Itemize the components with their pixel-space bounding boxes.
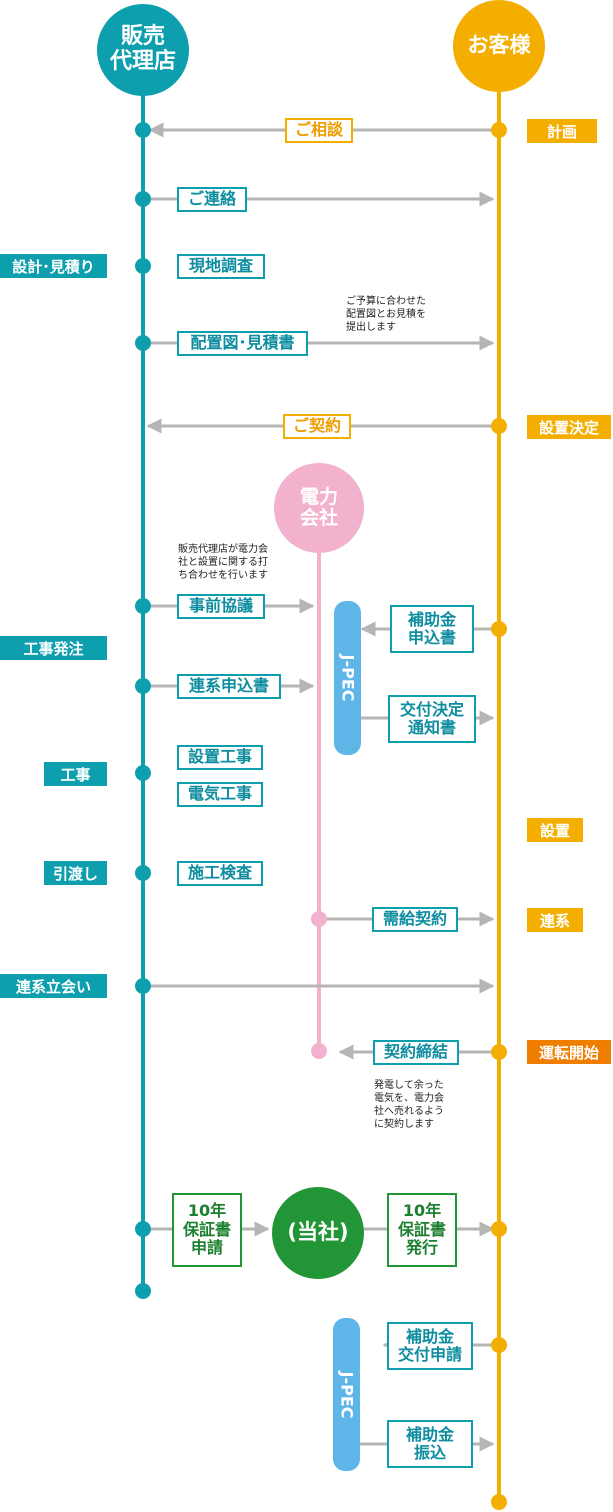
dealer-dots [135,122,151,1299]
step-contract: ご契約 [283,414,351,439]
step-warranty-issue: 10年 保証書 発行 [387,1193,457,1267]
customer-label-grid: 連系 [527,908,583,932]
customer-dots [491,122,507,1510]
customer-label-operation: 運転開始 [527,1040,611,1064]
step-install-work: 設置工事 [177,745,263,770]
dealer-label-design: 設計･見積り [0,254,107,278]
customer-label-decision: 設置決定 [527,415,611,439]
step-survey: 現地調査 [177,254,265,279]
step-electric-work: 電気工事 [177,782,263,807]
step-consult: ご相談 [285,118,353,143]
jpec-label-lower: J-PEC [337,1371,356,1418]
step-contract-concluded: 契約締結 [373,1040,459,1065]
jpec-bar-upper: J-PEC [334,601,361,755]
dealer-label-witness: 連系立会い [0,974,107,998]
dealer-node: 販売 代理店 [97,4,189,96]
note-quote: ご予算に合わせた 配置図とお見積を 提出します [346,296,426,333]
step-grant-notice: 交付決定 通知書 [388,695,476,743]
step-subsidy-grant-application: 補助金 交付申請 [387,1322,473,1370]
step-supply-contract: 需給契約 [372,907,458,932]
step-inspection: 施工検査 [177,861,263,886]
our-company-node: (当社) [272,1187,364,1279]
customer-label-plan: 計画 [527,119,597,143]
step-subsidy-application: 補助金 申込書 [390,605,474,653]
step-layout-quote: 配置図･見積書 [177,331,308,356]
customer-label-install: 設置 [527,818,583,842]
step-contact: ご連絡 [177,187,247,212]
step-subsidy-transfer: 補助金 振込 [387,1420,473,1468]
power-dots [311,911,327,1059]
step-warranty-request: 10年 保証書 申請 [172,1193,242,1267]
note-consult: 販売代理店が電力会 社と設置に関する打 ち合わせを行います [178,544,268,581]
dealer-label-handover: 引渡し [44,861,107,885]
jpec-label-upper: J-PEC [338,654,357,702]
jpec-bar-lower: J-PEC [333,1318,360,1471]
power-company-node: 電力 会社 [274,463,364,553]
dealer-label-construction: 工事 [44,762,107,786]
dealer-label-order: 工事発注 [0,636,107,660]
customer-node: お客様 [453,0,545,92]
note-surplus: 発電して余った 電気を、電力会 社へ売れるよう に契約します [374,1080,444,1130]
step-prior-consult: 事前協議 [177,594,265,619]
step-grid-application: 連系申込書 [177,674,281,699]
